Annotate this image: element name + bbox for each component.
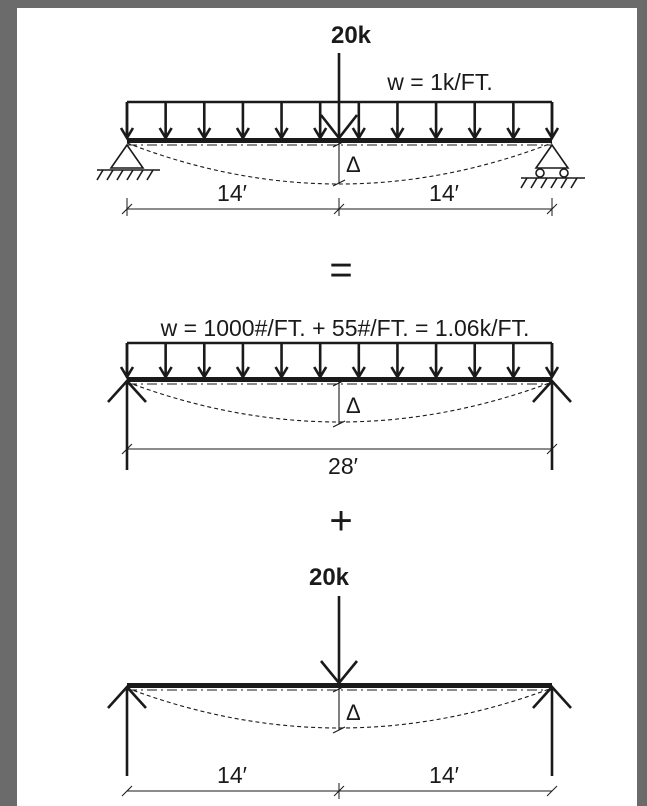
point-load-arrow: [319, 596, 359, 686]
pin-support: [96, 143, 160, 181]
diagram-3-point-load-beam: 20k Δ: [107, 564, 572, 799]
dimension-line: [121, 783, 558, 799]
dimension-line: [121, 198, 558, 216]
distributed-load-arrows: [119, 341, 560, 380]
span-right-label: 14′: [429, 180, 459, 206]
diagram-1-simply-supported-beam: 20k w = 1k/FT. Δ: [96, 22, 585, 216]
beam: [127, 138, 552, 146]
point-load-label: 20k: [309, 564, 350, 591]
point-load-label: 20k: [331, 22, 372, 49]
page-sheet: 20k w = 1k/FT. Δ: [17, 8, 637, 806]
distributed-load-label: w = 1k/FT.: [386, 69, 492, 95]
deflection-marker: [332, 685, 346, 734]
deflection-label: Δ: [346, 152, 361, 177]
plus-sign: +: [329, 499, 352, 543]
deflection-marker: [332, 379, 346, 428]
deflection-label: Δ: [346, 700, 361, 725]
roller-support: [520, 143, 585, 189]
deflection-marker: [332, 140, 346, 187]
point-load-arrow: [319, 53, 359, 141]
equals-sign: =: [329, 248, 352, 292]
reaction-arrows: [107, 379, 572, 470]
beam-superposition-diagram: 20k w = 1k/FT. Δ: [96, 22, 585, 799]
span-left-label: 14′: [217, 762, 247, 788]
dimension-line: [121, 443, 558, 455]
span-label: 28′: [328, 453, 358, 479]
distributed-load-label: w = 1000#/FT. + 55#/FT. = 1.06k/FT.: [160, 315, 530, 341]
beam: [127, 377, 552, 385]
beam: [127, 683, 552, 691]
reaction-arrows: [107, 685, 572, 776]
deflected-shape: [126, 142, 553, 185]
span-right-label: 14′: [429, 762, 459, 788]
diagram-2-uniform-load-beam: w = 1000#/FT. + 55#/FT. = 1.06k/FT.: [107, 315, 572, 479]
deflection-label: Δ: [346, 393, 361, 418]
span-left-label: 14′: [217, 180, 247, 206]
